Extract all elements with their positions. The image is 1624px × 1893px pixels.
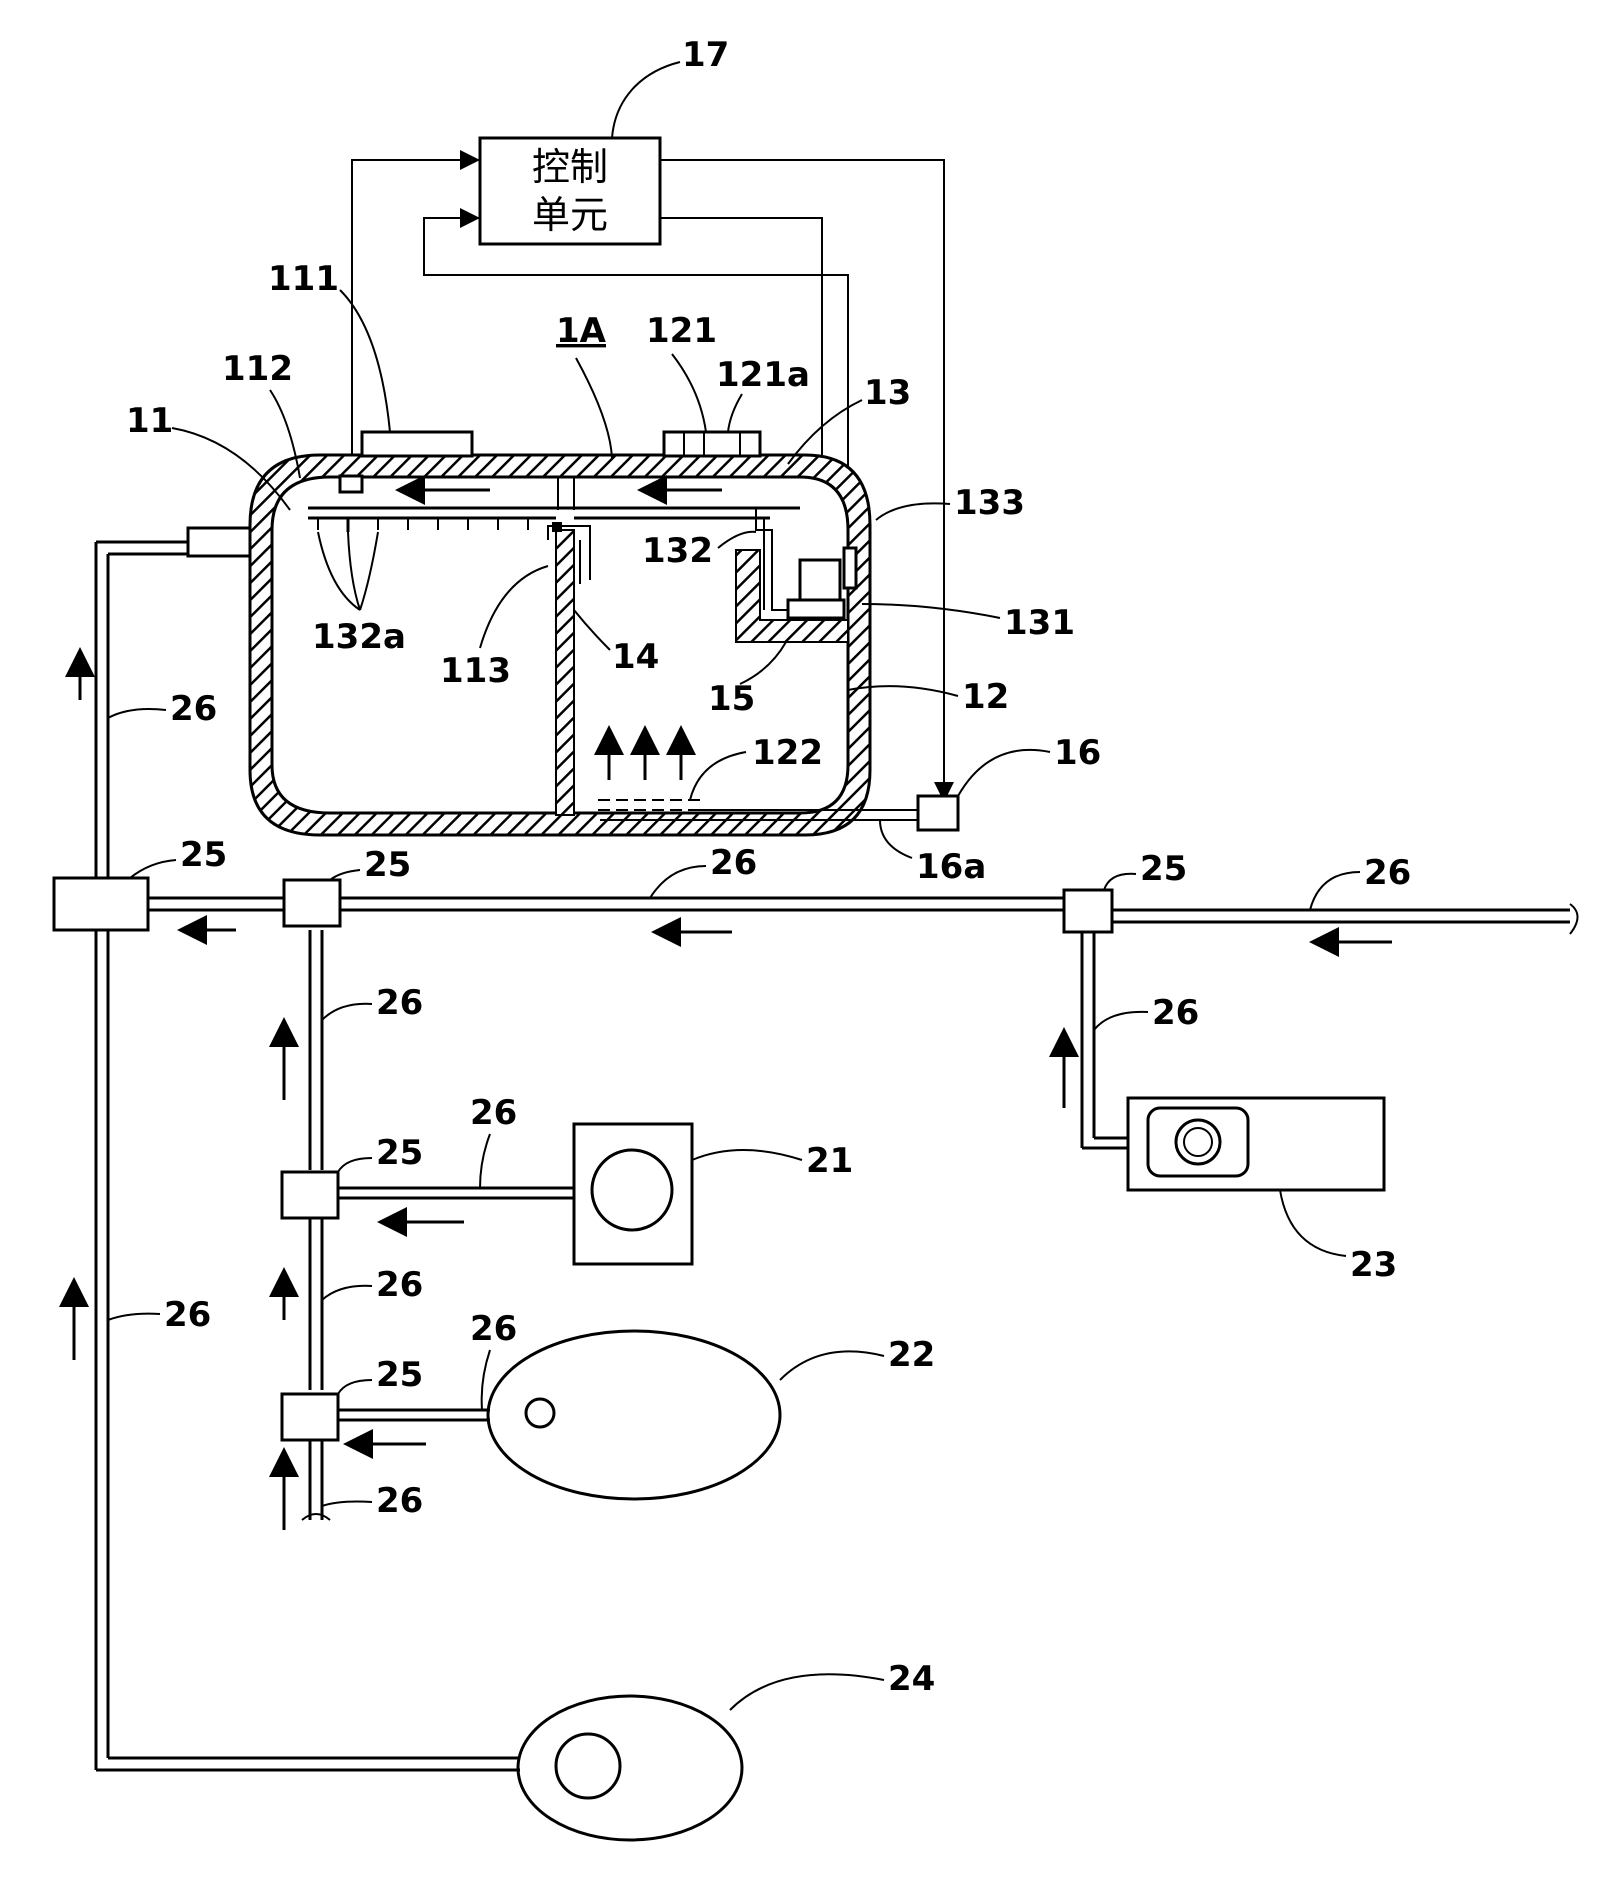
label-25-left: 25 xyxy=(180,835,227,875)
label-23: 23 xyxy=(1350,1245,1397,1285)
label-132a: 132a xyxy=(312,617,406,657)
label-24: 24 xyxy=(888,1659,935,1699)
spray-nozzles-132a xyxy=(317,518,529,532)
label-25-main: 25 xyxy=(364,845,411,885)
junction-25-right xyxy=(1062,888,1114,934)
fixture-24 xyxy=(516,1694,744,1842)
overflow-113 xyxy=(547,522,591,584)
control-unit: 控制 单元 xyxy=(478,136,662,246)
label-13: 13 xyxy=(864,373,911,413)
label-122: 122 xyxy=(752,733,823,773)
label-25-right: 25 xyxy=(1140,849,1187,889)
aerator-122 xyxy=(598,799,920,821)
label-22: 22 xyxy=(888,1335,935,1375)
piping-network xyxy=(94,540,1579,1772)
junction-25-22 xyxy=(280,1392,340,1442)
label-121a: 121a xyxy=(716,355,810,395)
label-14: 14 xyxy=(612,637,659,677)
leader-17 xyxy=(611,61,681,139)
label-113: 113 xyxy=(440,651,511,691)
label-16: 16 xyxy=(1054,733,1101,773)
label-26-branch-right: 26 xyxy=(1152,993,1199,1033)
label-1A: 1A xyxy=(556,311,607,351)
label-121: 121 xyxy=(646,311,717,351)
junction-25-left xyxy=(52,876,150,932)
label-11: 11 xyxy=(126,401,173,441)
label-131: 131 xyxy=(1004,603,1075,643)
fixture-22 xyxy=(486,1329,782,1501)
lid-111 xyxy=(360,430,474,458)
valve-16 xyxy=(916,794,960,832)
label-132: 132 xyxy=(642,531,713,571)
label-26-left: 26 xyxy=(170,689,217,729)
label-12: 12 xyxy=(962,677,1009,717)
label-25-22: 25 xyxy=(376,1355,423,1395)
label-17: 17 xyxy=(682,35,729,75)
label-26-branch-mid: 26 xyxy=(376,1265,423,1305)
control-wiring xyxy=(351,150,954,802)
label-26-branch-top: 26 xyxy=(376,983,423,1023)
bubble-arrows xyxy=(594,725,696,780)
label-133: 133 xyxy=(954,483,1025,523)
label-15: 15 xyxy=(708,679,755,719)
control-unit-label-line1: 控制 xyxy=(532,145,608,189)
sensor-133 xyxy=(842,546,858,590)
inlet-connector xyxy=(186,526,252,558)
fixture-21 xyxy=(572,1122,694,1266)
label-21: 21 xyxy=(806,1141,853,1181)
fixture-23 xyxy=(1126,1096,1386,1192)
label-26-to-21: 26 xyxy=(470,1093,517,1133)
network-flow-arrows xyxy=(59,647,1392,1530)
control-unit-label-line2: 单元 xyxy=(532,193,608,237)
vent-121 xyxy=(662,430,762,458)
label-111: 111 xyxy=(268,259,339,299)
label-26-main-center: 26 xyxy=(710,843,757,883)
label-26-main-right: 26 xyxy=(1364,853,1411,893)
label-26-branch-bottom: 26 xyxy=(376,1481,423,1521)
label-16a: 16a xyxy=(916,847,986,887)
tank-1A xyxy=(248,453,920,837)
label-26-left-lower: 26 xyxy=(164,1295,211,1335)
junction-25-main xyxy=(282,878,342,928)
label-112: 112 xyxy=(222,349,293,389)
label-26-to-22: 26 xyxy=(470,1309,517,1349)
junction-25-21 xyxy=(280,1170,340,1220)
label-25-21: 25 xyxy=(376,1133,423,1173)
sensor-112 xyxy=(338,474,364,494)
pump-13 xyxy=(798,558,842,602)
